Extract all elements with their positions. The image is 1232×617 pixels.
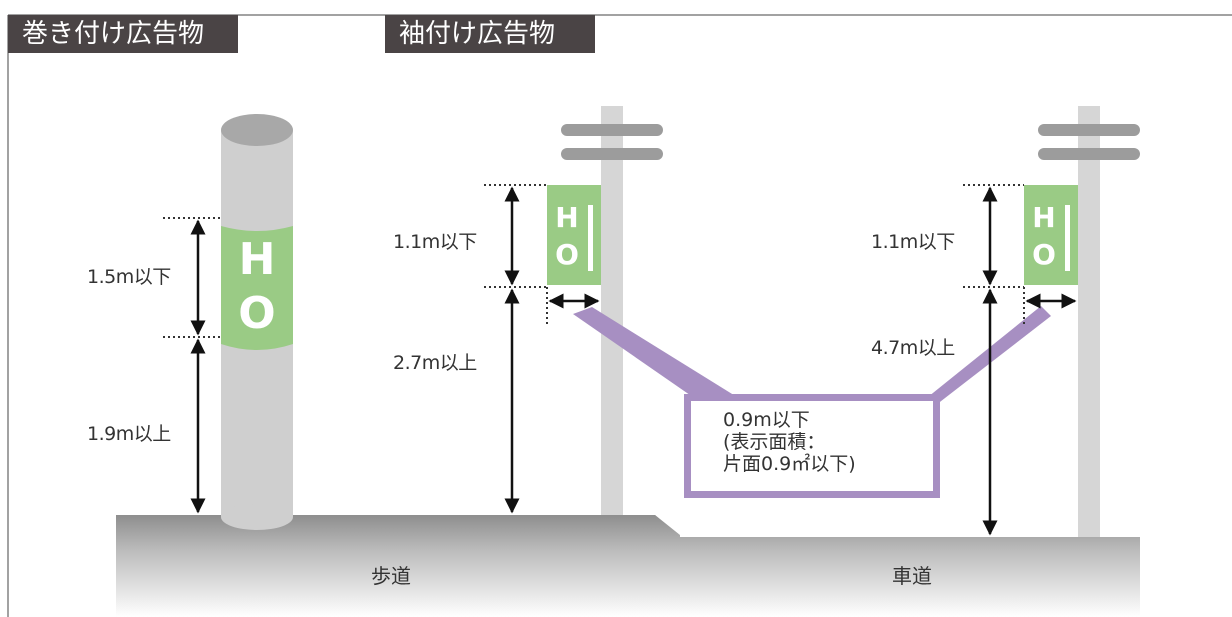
callout-wedge-left [573, 307, 745, 402]
label-sleeve-clearance-road: 4.7m以上 [871, 337, 955, 359]
sleeve-sign-road-letter-top: H [1032, 201, 1056, 234]
dotted-guides [163, 184, 1025, 338]
label-wrap-height: 1.5m以下 [87, 266, 171, 288]
label-roadway: 車道 [892, 564, 932, 588]
dimension-arrows [190, 186, 1077, 536]
wrap-sign-letter-top: H [238, 234, 276, 285]
label-sleeve-clearance-sidewalk: 2.7m以上 [393, 352, 477, 374]
label-wrap-clearance: 1.9m以上 [87, 423, 171, 445]
sleeve-pole-road [1078, 106, 1100, 537]
note-line-2: (表示面積： [723, 431, 826, 453]
sleeve-pole-sidewalk [601, 106, 623, 515]
title-sleeve-sign: 袖付け広告物 [385, 15, 595, 53]
sidewalk-ground [116, 515, 680, 617]
wrap-sign-band [221, 226, 293, 350]
sleeve-sign-road-bracket [1065, 205, 1070, 271]
note-line-3: 片面0.9㎡以下) [723, 453, 856, 475]
note-line-1: 0.9m以下 [723, 409, 810, 431]
sleeve-sign-road-letter-bottom: O [1032, 238, 1056, 271]
crossarms-sidewalk [561, 124, 663, 160]
sleeve-sign-sidewalk-letter-bottom: O [555, 238, 579, 271]
label-sleeve-height-sidewalk: 1.1m以下 [393, 231, 477, 253]
sleeve-sign-sidewalk-bracket [588, 205, 593, 271]
width-note-callout: 0.9m以下 (表示面積： 片面0.9㎡以下) [684, 394, 940, 498]
roadway-ground [655, 515, 1140, 617]
title-wrap-sign: 巻き付け広告物 [8, 15, 238, 53]
crossarms-road [1038, 124, 1140, 160]
wrap-sign-letter-bottom: O [238, 288, 276, 339]
label-sleeve-height-road: 1.1m以下 [871, 231, 955, 253]
sleeve-sign-sidewalk-letter-top: H [555, 201, 579, 234]
label-sidewalk: 歩道 [371, 564, 411, 588]
